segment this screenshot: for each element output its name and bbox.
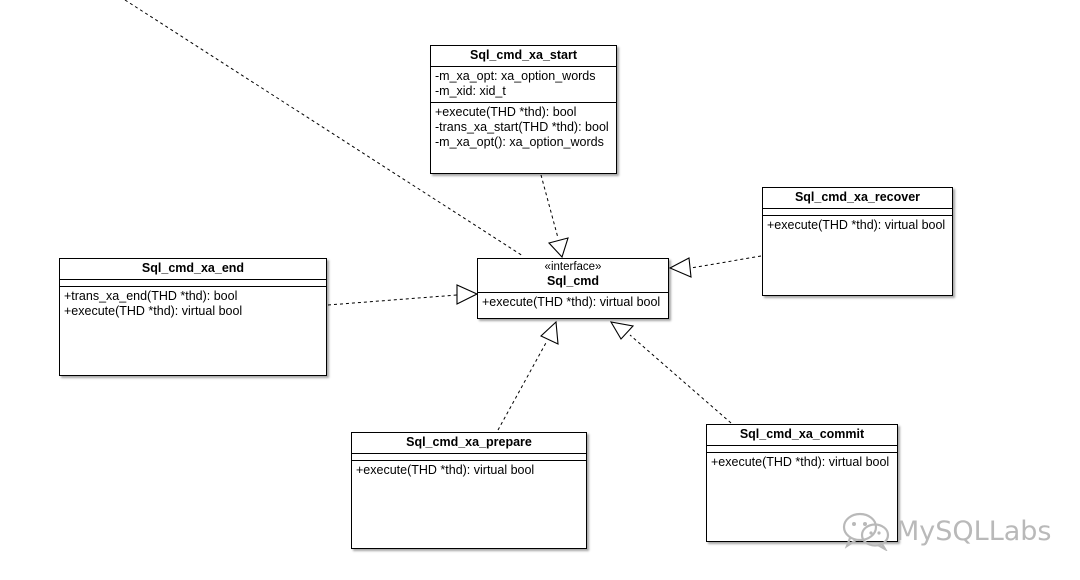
operation: +execute(THD *thd): virtual bool xyxy=(482,295,661,309)
operation: -trans_xa_start(THD *thd): bool xyxy=(435,120,609,134)
realization-line-xa-end xyxy=(327,294,458,306)
operation: +execute(THD *thd): bool xyxy=(435,105,577,119)
interface-name: Sql_cmd xyxy=(546,274,600,288)
class-sql-cmd-xa-prepare[interactable]: Sql_cmd_xa_prepare +execute(THD *thd): v… xyxy=(351,432,587,549)
class-name: Sql_cmd_xa_commit xyxy=(707,425,897,446)
dependency-line-offscreen xyxy=(124,0,524,257)
operation: +execute(THD *thd): virtual bool xyxy=(64,304,243,318)
operations-compartment: +execute(THD *thd): virtual bool xyxy=(707,453,897,473)
arrowhead-xa-prepare xyxy=(540,320,559,345)
attribute: -m_xid: xid_t xyxy=(435,84,506,98)
operations-compartment: +execute(THD *thd): virtual bool xyxy=(763,216,952,236)
operations-compartment: +execute(THD *thd): virtual bool xyxy=(352,461,586,481)
attributes-compartment xyxy=(763,209,952,216)
operations-compartment: +execute(THD *thd): virtual bool xyxy=(478,293,668,313)
arrowhead-xa-recover xyxy=(668,257,692,278)
interface-sql-cmd[interactable]: «interface» Sql_cmd +execute(THD *thd): … xyxy=(477,258,669,319)
interface-stereotype: «interface» xyxy=(544,261,602,273)
class-name: Sql_cmd_xa_start xyxy=(431,46,616,67)
class-sql-cmd-xa-recover[interactable]: Sql_cmd_xa_recover +execute(THD *thd): v… xyxy=(762,187,953,296)
operation: +execute(THD *thd): virtual bool xyxy=(711,455,890,469)
operations-compartment: +execute(THD *thd): bool -trans_xa_start… xyxy=(431,103,616,153)
attribute: -m_xa_opt: xa_option_words xyxy=(435,69,596,83)
watermark: MySQLLabs xyxy=(840,511,1052,551)
attributes-compartment: -m_xa_opt: xa_option_words -m_xid: xid_t xyxy=(431,67,616,103)
operations-compartment: +trans_xa_end(THD *thd): bool +execute(T… xyxy=(60,287,326,322)
operation: +execute(THD *thd): virtual bool xyxy=(767,218,946,232)
realization-line-xa-commit xyxy=(629,334,732,424)
attributes-compartment xyxy=(707,446,897,453)
interface-header: «interface» Sql_cmd xyxy=(478,259,668,293)
class-name: Sql_cmd_xa_end xyxy=(60,259,326,280)
arrowhead-xa-start xyxy=(547,237,569,259)
arrowhead-xa-commit xyxy=(609,321,635,340)
class-name: Sql_cmd_xa_prepare xyxy=(352,433,586,454)
operation: +trans_xa_end(THD *thd): bool xyxy=(64,289,238,303)
realization-line-xa-start xyxy=(540,174,559,239)
class-name: Sql_cmd_xa_recover xyxy=(763,188,952,209)
arrowhead-xa-end xyxy=(456,284,479,305)
realization-line-xa-recover xyxy=(690,255,762,269)
attributes-compartment xyxy=(352,454,586,461)
class-sql-cmd-xa-end[interactable]: Sql_cmd_xa_end +trans_xa_end(THD *thd): … xyxy=(59,258,327,376)
realization-line-xa-prepare xyxy=(497,340,548,431)
operation: +execute(THD *thd): virtual bool xyxy=(356,463,535,477)
wechat-icon xyxy=(842,512,890,551)
attributes-compartment xyxy=(60,280,326,287)
class-sql-cmd-xa-start[interactable]: Sql_cmd_xa_start -m_xa_opt: xa_option_wo… xyxy=(430,45,617,174)
operation: -m_xa_opt(): xa_option_words xyxy=(435,135,604,149)
watermark-text: MySQLLabs xyxy=(896,515,1052,547)
